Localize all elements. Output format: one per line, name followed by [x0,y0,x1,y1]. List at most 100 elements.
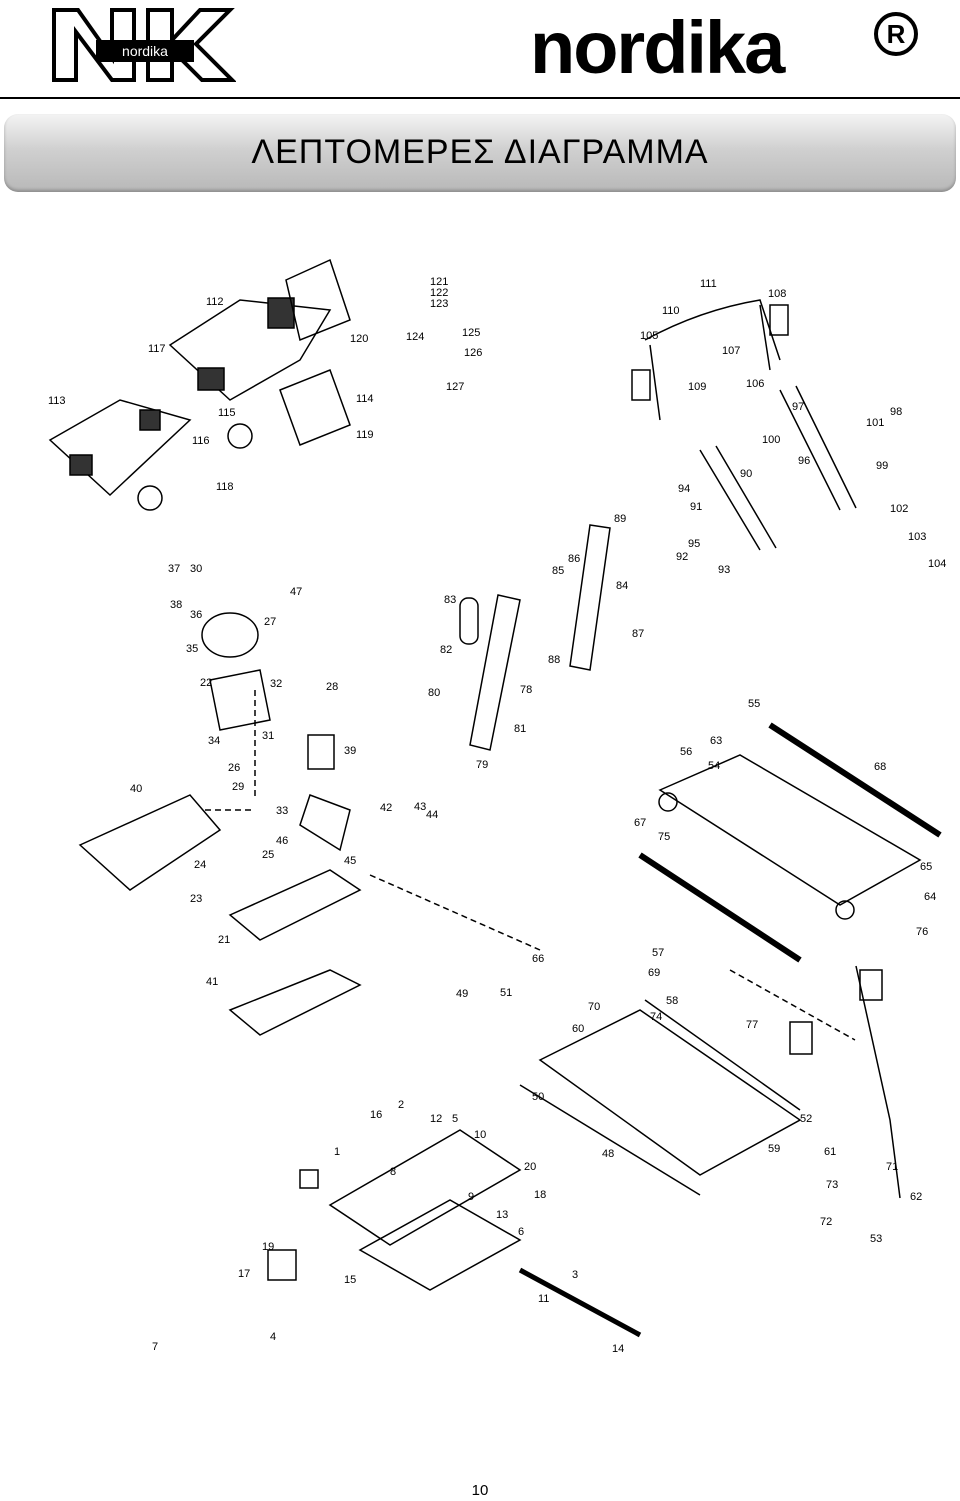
part-callout-82: 82 [440,644,452,656]
part-callout-25: 25 [262,849,274,861]
speaker-grille [197,367,225,391]
part-callout-102: 102 [890,503,908,515]
part-callout-54: 54 [708,760,720,772]
part-callout-46: 46 [276,835,288,847]
part-callout-79: 79 [476,759,488,771]
part-callout-92: 92 [676,551,688,563]
part-callout-67: 67 [634,817,646,829]
part-callout-90: 90 [740,468,752,480]
part-callout-29: 29 [232,781,244,793]
part-callout-81: 81 [514,723,526,735]
part-callout-122: 122 [430,287,448,299]
part-callout-127: 127 [446,381,464,393]
part-callout-91: 91 [690,501,702,513]
part-callout-100: 100 [762,434,780,446]
part-callout-1: 1 [334,1146,340,1158]
part-callout-22: 22 [200,677,212,689]
controller-part [307,734,335,770]
part-callout-18: 18 [534,1189,546,1201]
part-callout-88: 88 [548,654,560,666]
part-callout-118: 118 [216,481,234,493]
part-callout-83: 83 [444,594,456,606]
running-deck-part [658,754,922,906]
console-cover-part [48,399,192,497]
part-callout-12: 12 [430,1113,442,1125]
part-callout-48: 48 [602,1148,614,1160]
shock-absorber-part [459,597,479,645]
part-callout-41: 41 [206,976,218,988]
part-callout-110: 110 [662,305,680,317]
part-callout-86: 86 [568,553,580,565]
main-frame-part [538,1009,802,1176]
part-callout-103: 103 [908,531,926,543]
part-callout-15: 15 [344,1274,356,1286]
part-callout-80: 80 [428,687,440,699]
part-callout-16: 16 [370,1109,382,1121]
part-callout-123: 123 [430,298,448,310]
part-callout-61: 61 [824,1146,836,1158]
part-callout-75: 75 [658,831,670,843]
part-callout-44: 44 [426,809,438,821]
drive-pulley-part [299,794,351,852]
part-callout-95: 95 [688,538,700,550]
speaker-ring-part [137,485,163,511]
frame-rail-part [644,999,801,1111]
brand-name: nordika [530,6,785,89]
upright-part [779,385,857,511]
part-callout-53: 53 [870,1233,882,1245]
upright-part [569,524,611,671]
part-callout-36: 36 [190,609,202,621]
upright-part [469,594,521,751]
part-callout-65: 65 [920,861,932,873]
motor-part [201,612,259,658]
part-callout-38: 38 [170,599,182,611]
part-callout-85: 85 [552,565,564,577]
part-callout-40: 40 [130,783,142,795]
speaker-grille [267,297,295,329]
handle-grip-part [769,304,789,336]
part-callout-8: 8 [390,1166,396,1178]
part-callout-3: 3 [572,1269,578,1281]
part-callout-31: 31 [262,730,274,742]
part-callout-49: 49 [456,988,468,1000]
part-callout-10: 10 [474,1129,486,1141]
part-callout-70: 70 [588,1001,600,1013]
part-callout-28: 28 [326,681,338,693]
part-callout-71: 71 [886,1161,898,1173]
part-callout-93: 93 [718,564,730,576]
part-callout-104: 104 [928,558,946,570]
console-part [168,299,332,401]
part-callout-124: 124 [406,331,424,343]
incline-bracket-part [267,1249,297,1281]
assembly-guide [205,690,856,1041]
part-callout-89: 89 [614,513,626,525]
part-callout-62: 62 [910,1191,922,1203]
part-callout-37: 37 [168,563,180,575]
part-callout-119: 119 [356,429,374,441]
roller-part [658,792,678,812]
part-callout-78: 78 [520,684,532,696]
part-callout-14: 14 [612,1343,624,1355]
side-rail-part [638,852,802,963]
part-callout-35: 35 [186,643,198,655]
upright-part [699,445,777,551]
part-callout-77: 77 [746,1019,758,1031]
part-callout-73: 73 [826,1179,838,1191]
nk-logo: nordika [52,8,236,82]
part-callout-26: 26 [228,762,240,774]
part-callout-13: 13 [496,1209,508,1221]
part-callout-63: 63 [710,735,722,747]
part-callout-27: 27 [264,616,276,628]
header-rule [0,97,960,99]
registered-mark: R [874,12,918,56]
part-callout-72: 72 [820,1216,832,1228]
part-callout-43: 43 [414,801,426,813]
end-cap-part [859,969,883,1001]
part-callout-52: 52 [800,1113,812,1125]
part-callout-51: 51 [500,987,512,999]
handle-grip-part [631,369,651,401]
part-callout-20: 20 [524,1161,536,1173]
part-callout-58: 58 [666,995,678,1007]
part-callout-111: 111 [700,278,717,290]
